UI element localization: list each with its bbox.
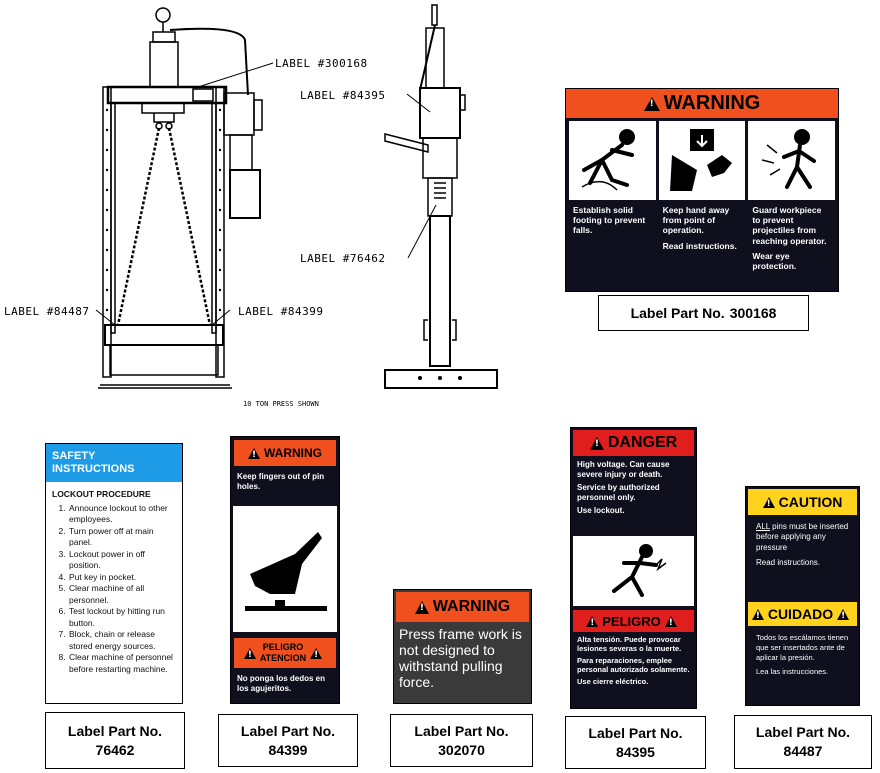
label-84487: CAUTION ALL pins must be inserted before… [745, 486, 860, 706]
drawing-caption: 10 TON PRESS SHOWN [243, 400, 319, 408]
label-84487-text-all: ALL [756, 522, 770, 531]
callout-label-84399: LABEL #84399 [238, 305, 324, 318]
label-84395: DANGER High voltage. Can cause severe in… [570, 427, 697, 709]
label-300168-col3b: Wear eye protection. [752, 250, 797, 271]
label-84395-text-es1: Alta tensión. Puede provocar lesiones se… [577, 635, 682, 653]
label-84487-text1: pins must be inserted before applying an… [756, 522, 849, 552]
part-prefix: Label Part No. [755, 724, 851, 741]
lockout-step: Put key in pocket. [68, 572, 177, 583]
pin-hole-pictogram [233, 506, 337, 632]
danger-icon [664, 615, 677, 628]
lockout-step: Block, chain or release stored energy so… [68, 629, 177, 652]
callout-label-84487: LABEL #84487 [4, 305, 90, 318]
part-number-box-84399: Label Part No. 84399 [218, 714, 358, 767]
press-front-view [95, 7, 274, 389]
label-300168-header: WARNING [566, 89, 838, 118]
part-prefix: Label Part No. [630, 304, 725, 321]
label-302070-text: Press frame work is not designed to with… [399, 626, 522, 691]
label-84395-header-es: PELIGRO [573, 610, 694, 632]
label-84487-header: CAUTION [748, 489, 857, 515]
part-number: 302070 [438, 741, 485, 758]
label-300168-col3a: Guard workpiece to prevent projectiles f… [752, 205, 827, 246]
label-84487-text2: Read instructions. [756, 558, 821, 568]
part-prefix: Label Part No. [414, 722, 509, 739]
label-300168: WARNING Establish solid footing to preve… [565, 88, 839, 292]
part-number: 76462 [95, 741, 135, 758]
part-number-box-300168: Label Part No. 300168 [598, 295, 809, 331]
caution-icon [751, 608, 764, 621]
warning-icon [414, 600, 429, 614]
part-number: 84487 [783, 743, 823, 759]
warning-icon [643, 96, 660, 111]
label-84399-header-es-1: PELIGRO [262, 642, 304, 653]
label-300168-col1: Establish solid footing to prevent falls… [573, 205, 646, 236]
label-84395-text2: Service by authorized personnel only. [577, 483, 660, 502]
label-84395-text1: High voltage. Can cause severe injury or… [577, 460, 670, 479]
slip-fall-pictogram [569, 121, 656, 200]
caution-icon [837, 608, 850, 621]
part-prefix: Label Part No. [67, 722, 163, 739]
warning-icon [243, 647, 256, 660]
part-number-box-76462: Label Part No. 76462 [45, 712, 185, 769]
label-84399-header: WARNING [234, 440, 336, 466]
part-number: 84395 [616, 743, 655, 760]
lockout-step: Turn power off at main panel. [68, 526, 177, 549]
label-84487-header-es: CUIDADO [748, 602, 857, 626]
label-84395-text-es2: Para reparaciones, emplee personal autor… [577, 656, 690, 674]
callout-label-300168: LABEL #300168 [275, 57, 368, 70]
lockout-step: Test lockout by hitting run button. [68, 606, 177, 629]
label-84487-text-es1: Todos los escálamos tienen que ser inser… [756, 633, 849, 662]
part-number: 300168 [729, 304, 777, 321]
label-84399-header-es-2: ATENCION [259, 653, 307, 663]
label-300168-col2a: Keep hand away from point of operation. [662, 205, 730, 236]
label-84487-text-es2: Lea las instrucciones. [756, 667, 829, 677]
warning-icon [248, 447, 260, 460]
label-84395-header: DANGER [573, 430, 694, 456]
label-76462-header: SAFETY INSTRUCTIONS [46, 444, 182, 482]
part-number-box-84487: Label Part No. 84487 [734, 715, 872, 769]
part-number-box-84395: Label Part No. 84395 [565, 716, 706, 769]
part-prefix: Label Part No. [240, 722, 336, 739]
lockout-step: Announce lockout to other employees. [68, 503, 177, 526]
projectile-pictogram [748, 121, 836, 200]
caution-icon [762, 496, 775, 509]
label-84399: WARNING Keep fingers out of pin holes. P… [230, 436, 340, 704]
label-302070-header: WARNING [396, 592, 529, 622]
press-side-view [384, 4, 498, 389]
lockout-step: Clear machine of all personnel. [68, 583, 177, 606]
label-84399-text: Keep fingers out of pin holes. [237, 472, 325, 491]
label-76462: SAFETY INSTRUCTIONS LOCKOUT PROCEDURE An… [45, 443, 183, 704]
danger-icon [589, 436, 604, 450]
lockout-steps-list: Announce lockout to other employees. Tur… [53, 503, 177, 675]
warning-icon [310, 647, 323, 660]
label-84399-text-es: No ponga los dedos en los agujeritos. [237, 674, 326, 693]
callout-label-84395: LABEL #84395 [300, 89, 386, 102]
electrocution-pictogram [573, 536, 694, 606]
label-76462-subheader: LOCKOUT PROCEDURE [52, 489, 151, 499]
lockout-step: Lockout power in off position. [68, 549, 177, 572]
hand-crush-pictogram [658, 121, 746, 200]
label-302070: WARNING Press frame work is not designed… [393, 589, 532, 704]
label-84395-text-es3: Use cierre eléctrico. [577, 677, 649, 686]
label-300168-col2b: Read instructions. [662, 240, 737, 251]
label-84395-text3: Use lockout. [577, 506, 625, 516]
part-prefix: Label Part No. [588, 724, 683, 741]
lockout-step: Clear machine of personnel before restar… [68, 652, 177, 675]
part-number-box-302070: Label Part No. 302070 [390, 714, 533, 767]
callout-label-76462: LABEL #76462 [300, 252, 386, 265]
part-number: 84399 [268, 741, 308, 758]
danger-icon [586, 615, 599, 628]
